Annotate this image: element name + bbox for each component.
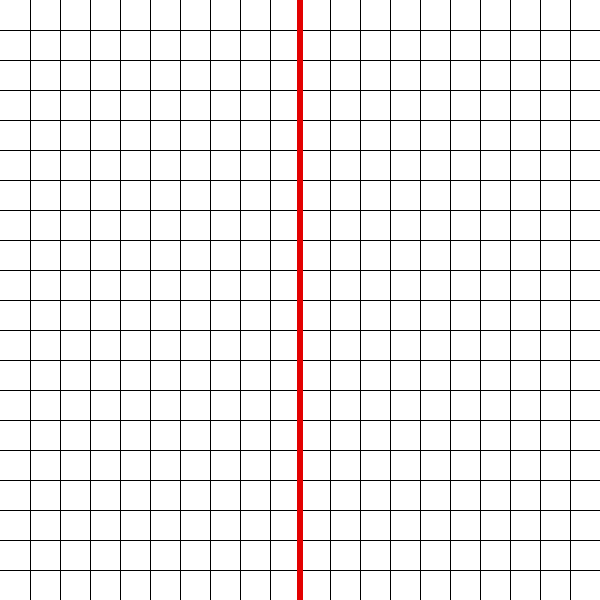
red-vertical-line — [297, 0, 303, 600]
